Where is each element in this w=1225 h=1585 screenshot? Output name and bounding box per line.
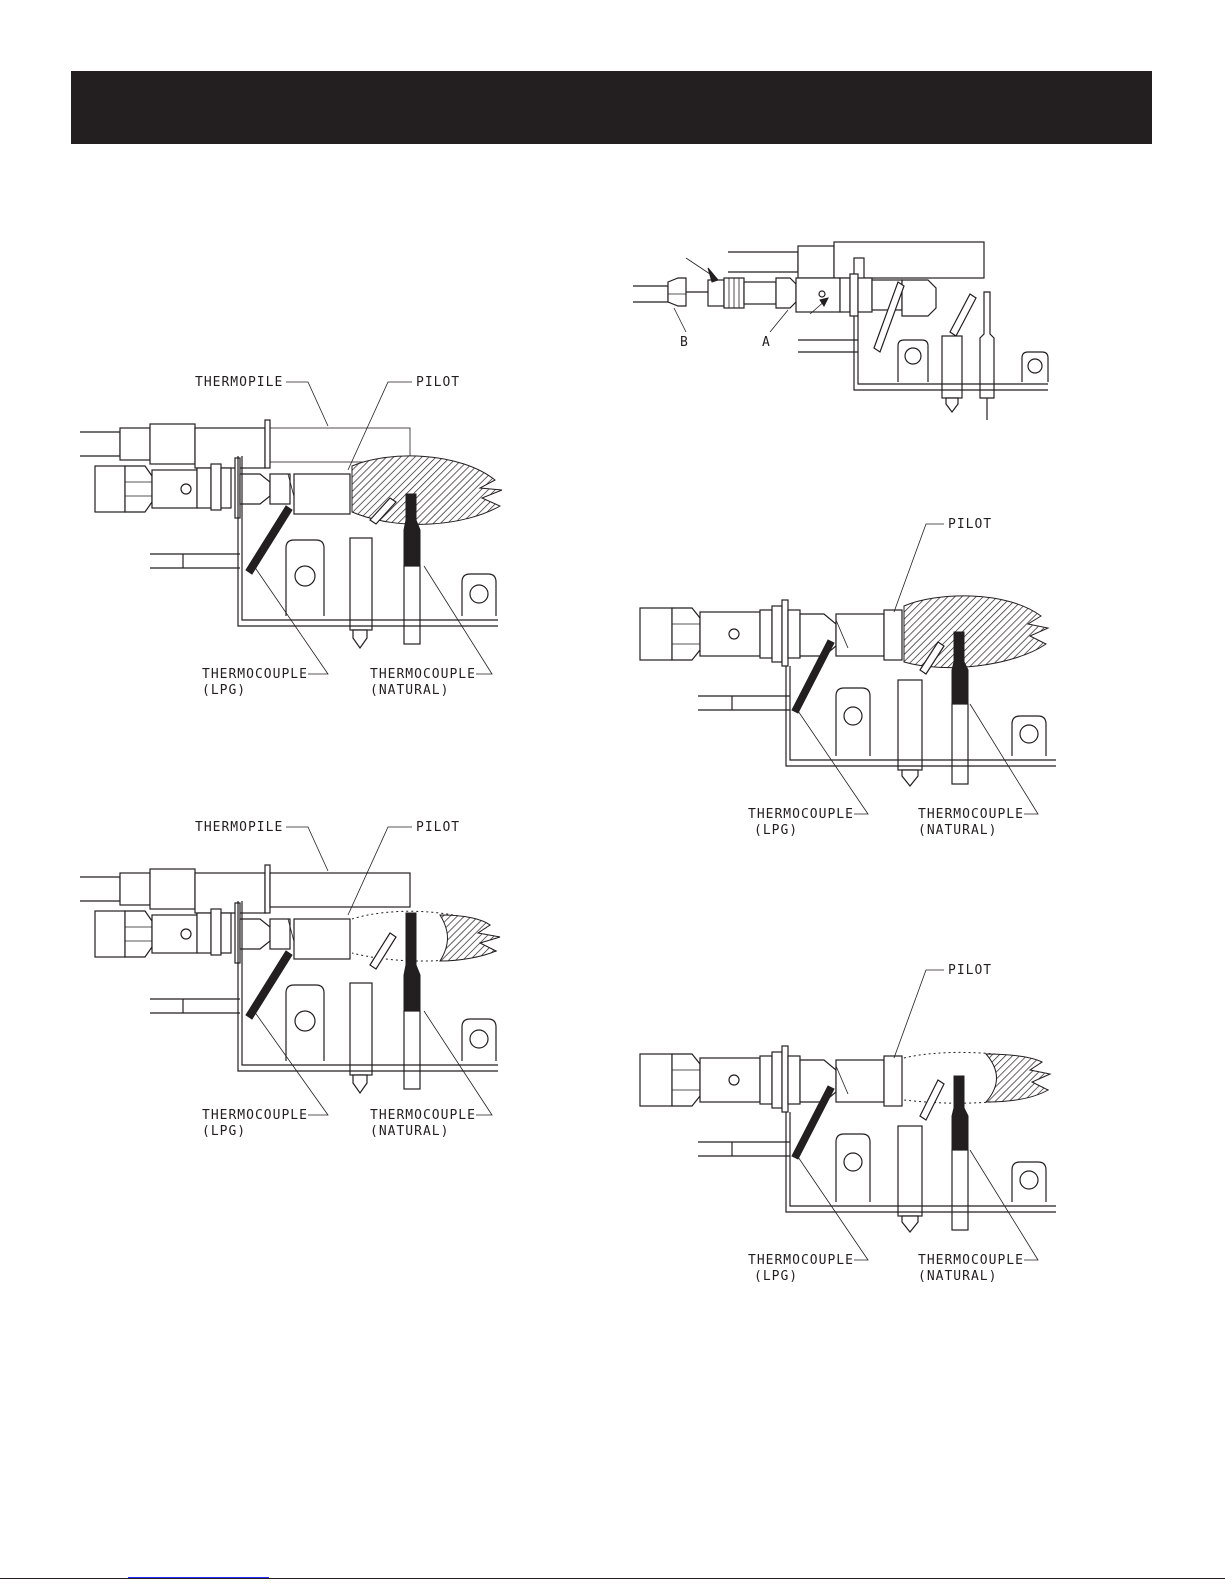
label-pilot: PILOT (948, 963, 992, 978)
label-lpg: (LPG) (202, 683, 246, 698)
label-lpg: (LPG) (754, 823, 798, 838)
label-lpg: (LPG) (754, 1269, 798, 1284)
label-thermocouple-lpg: THERMOCOUPLE (202, 667, 308, 682)
label-pilot: PILOT (948, 517, 992, 532)
label-thermocouple-natural: THERMOCOUPLE (918, 1253, 1024, 1268)
label-thermocouple-natural: THERMOCOUPLE (918, 807, 1024, 822)
pilot-orifice-diagram: B A (628, 238, 1068, 428)
label-thermocouple-natural: THERMOCOUPLE (370, 667, 476, 682)
figure-pilot-orifice-detail: B A (628, 238, 1068, 428)
label-thermocouple-lpg: THERMOCOUPLE (748, 1253, 854, 1268)
label-natural: (NATURAL) (370, 683, 449, 698)
figure-thermocouple-low-flame: PILOT THERMOCOUPLE (LPG) THERMOCOUPLE (N… (636, 958, 1076, 1293)
label-thermopile: THERMOPILE (195, 375, 283, 390)
pilot-assembly-diagram: PILOT THERMOCOUPLE (LPG) THERMOCOUPLE (N… (636, 512, 1076, 847)
label-thermocouple-natural: THERMOCOUPLE (370, 1108, 476, 1123)
label-thermopile: THERMOPILE (195, 820, 283, 835)
label-natural: (NATURAL) (918, 823, 997, 838)
label-a: A (762, 335, 771, 350)
figure-thermopile-low-flame: THERMOPILE PILOT THERMOCOUPLE (LPG) THER… (70, 815, 520, 1155)
label-lpg: (LPG) (202, 1124, 246, 1139)
label-natural: (NATURAL) (918, 1269, 997, 1284)
label-pilot: PILOT (416, 820, 460, 835)
pilot-assembly-diagram: PILOT THERMOCOUPLE (LPG) THERMOCOUPLE (N… (636, 958, 1076, 1293)
figure-thermocouple-full-flame: PILOT THERMOCOUPLE (LPG) THERMOCOUPLE (N… (636, 512, 1076, 847)
label-thermocouple-lpg: THERMOCOUPLE (748, 807, 854, 822)
footer-link-underline[interactable] (128, 1577, 269, 1578)
pilot-assembly-diagram: THERMOPILE PILOT THERMOCOUPLE (LPG) THER… (70, 815, 520, 1155)
label-b: B (680, 335, 689, 350)
label-thermocouple-lpg: THERMOCOUPLE (202, 1108, 308, 1123)
footer-rule (0, 1578, 1225, 1579)
figure-thermopile-full-flame: THERMOPILE PILOT THERMOCOUPLE (LPG) THER… (70, 370, 520, 710)
label-pilot: PILOT (416, 375, 460, 390)
pilot-assembly-diagram: THERMOPILE PILOT THERMOCOUPLE (LPG) THER… (70, 370, 520, 710)
header-bar (71, 71, 1152, 144)
label-natural: (NATURAL) (370, 1124, 449, 1139)
